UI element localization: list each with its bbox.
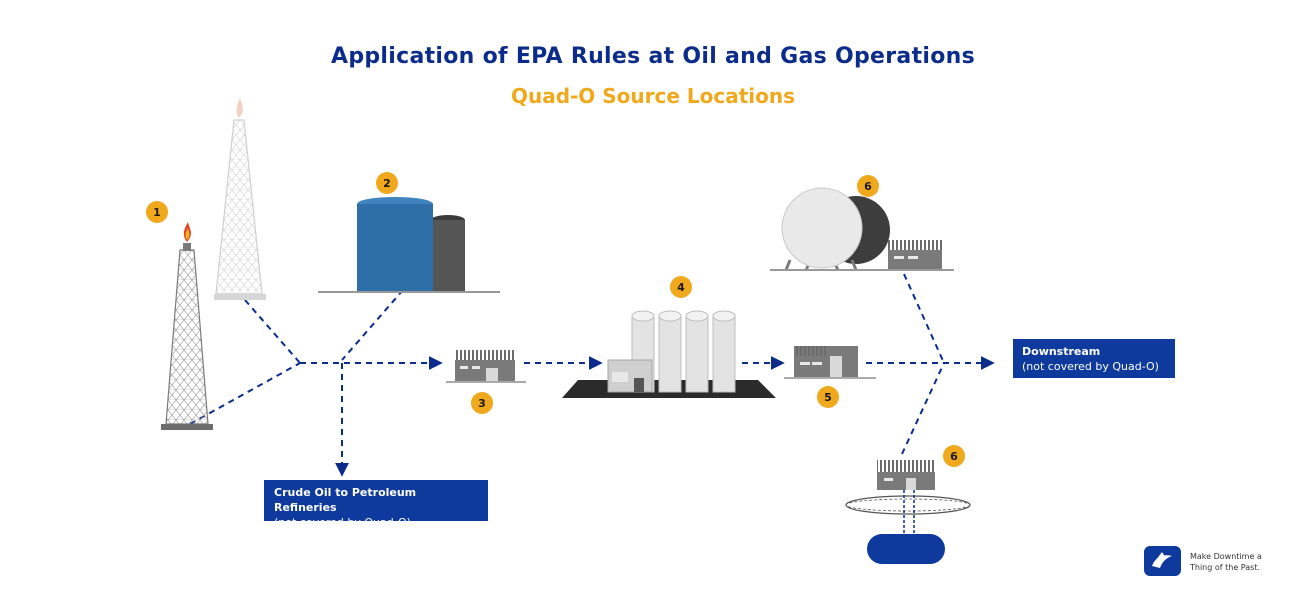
drilling-rig-icon [161,222,213,430]
badge-1: 1 [146,201,168,223]
processing-plant-icon [562,310,776,398]
storage-tank-icon [318,197,500,293]
connector-well-to-junction [189,362,301,425]
badge-2: 2 [376,172,398,194]
badge-5: 5 [817,386,839,408]
connector-lines [189,273,995,477]
logo-icon [1144,546,1181,576]
badge-6-top: 6 [857,175,879,197]
refineries-box: Crude Oil to Petroleum Refineries (not c… [264,480,488,529]
logo-tagline: Make Downtime a Thing of the Past. [1190,551,1262,573]
logo-tagline-line1: Make Downtime a [1190,552,1262,561]
facility-3-icon [446,350,526,383]
facility-5-icon [784,346,876,379]
badge-6-top-label: 6 [864,180,872,193]
badge-3: 3 [471,392,493,414]
sphere-storage-icon [770,187,954,271]
underground-storage-icon [845,460,971,564]
badge-1-label: 1 [153,206,161,219]
connector-lightwell-to-junction [244,299,301,364]
refineries-note: (not covered by Quad-O) [274,516,411,529]
badge-6-bottom-label: 6 [950,450,958,463]
downstream-note: (not covered by Quad-O) [1022,360,1159,373]
badge-6-bottom: 6 [943,445,965,467]
badge-2-label: 2 [383,177,391,190]
connector-tank-to-junction [341,289,404,361]
logo-tagline-line2: Thing of the Past. [1190,563,1261,572]
badge-3-label: 3 [478,397,486,410]
badge-5-label: 5 [824,391,832,404]
faded-rig-icon [214,98,266,300]
page-subtitle: Quad-O Source Locations [510,84,796,108]
downstream-title: Downstream [1022,345,1101,358]
refineries-title: Crude Oil to Petroleum Refineries [274,486,417,514]
badge-4-label: 4 [677,281,685,294]
downstream-box: Downstream (not covered by Quad-O) [1013,339,1175,378]
connector-storage-to-junction [901,362,945,455]
badge-4: 4 [670,276,692,298]
page-title: Application of EPA Rules at Oil and Gas … [331,44,975,69]
connector-spheres-to-junction [903,273,945,364]
